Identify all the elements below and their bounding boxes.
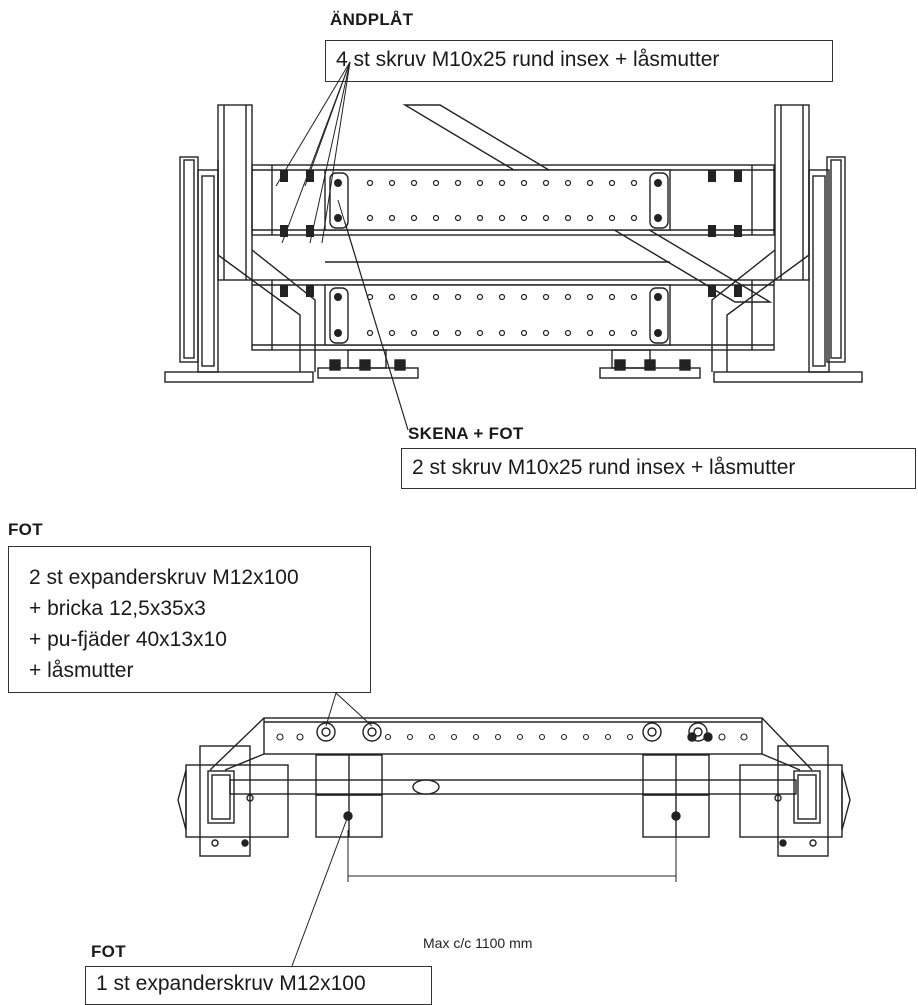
foot-top-callout-line-1: 2 st expanderskruv M12x100 <box>29 566 299 589</box>
endplate-leaders <box>275 61 351 244</box>
dimension-line <box>347 830 677 882</box>
rail-foot-callout-line: 2 st skruv M10x25 rund insex + låsmutter <box>412 456 796 479</box>
front-view <box>164 104 863 383</box>
left-endplate <box>164 104 316 383</box>
foot-bottom-heading: FOT <box>91 942 126 961</box>
plan-leaders <box>291 692 373 967</box>
endplate-callout-line: 4 st skruv M10x25 rund insex + låsmutter <box>336 48 720 71</box>
plan-washers <box>316 722 708 821</box>
front-feet <box>317 349 701 379</box>
right-endplate <box>711 104 863 383</box>
endplate-callout: 4 st skruv M10x25 rund insex + låsmutter <box>325 40 833 82</box>
foot-top-callout-line-3: + pu-fjäder 40x13x10 <box>29 628 227 651</box>
plan-beam <box>263 717 763 755</box>
foot-bottom-callout-line: 1 st expanderskruv M12x100 <box>96 972 366 995</box>
dimension-label: Max c/c 1100 mm <box>423 935 533 951</box>
rail-foot-heading: SKENA + FOT <box>408 424 524 443</box>
rail-foot-callout: 2 st skruv M10x25 rund insex + låsmutter <box>401 448 916 489</box>
foot-top-callout: 2 st expanderskruv M12x100 + bricka 12,5… <box>8 546 371 693</box>
foot-bottom-callout: 1 st expanderskruv M12x100 <box>85 966 432 1005</box>
plan-left-end <box>177 745 289 857</box>
foot-top-callout-line-4: + låsmutter <box>29 659 134 682</box>
foot-top-heading: FOT <box>8 520 43 539</box>
plan-view <box>177 692 851 967</box>
foot-top-callout-line-2: + bricka 12,5x35x3 <box>29 597 206 620</box>
rail-foot-leaders <box>337 199 409 431</box>
plan-right-end <box>739 745 851 857</box>
endplate-heading: ÄNDPLÅT <box>330 10 414 29</box>
